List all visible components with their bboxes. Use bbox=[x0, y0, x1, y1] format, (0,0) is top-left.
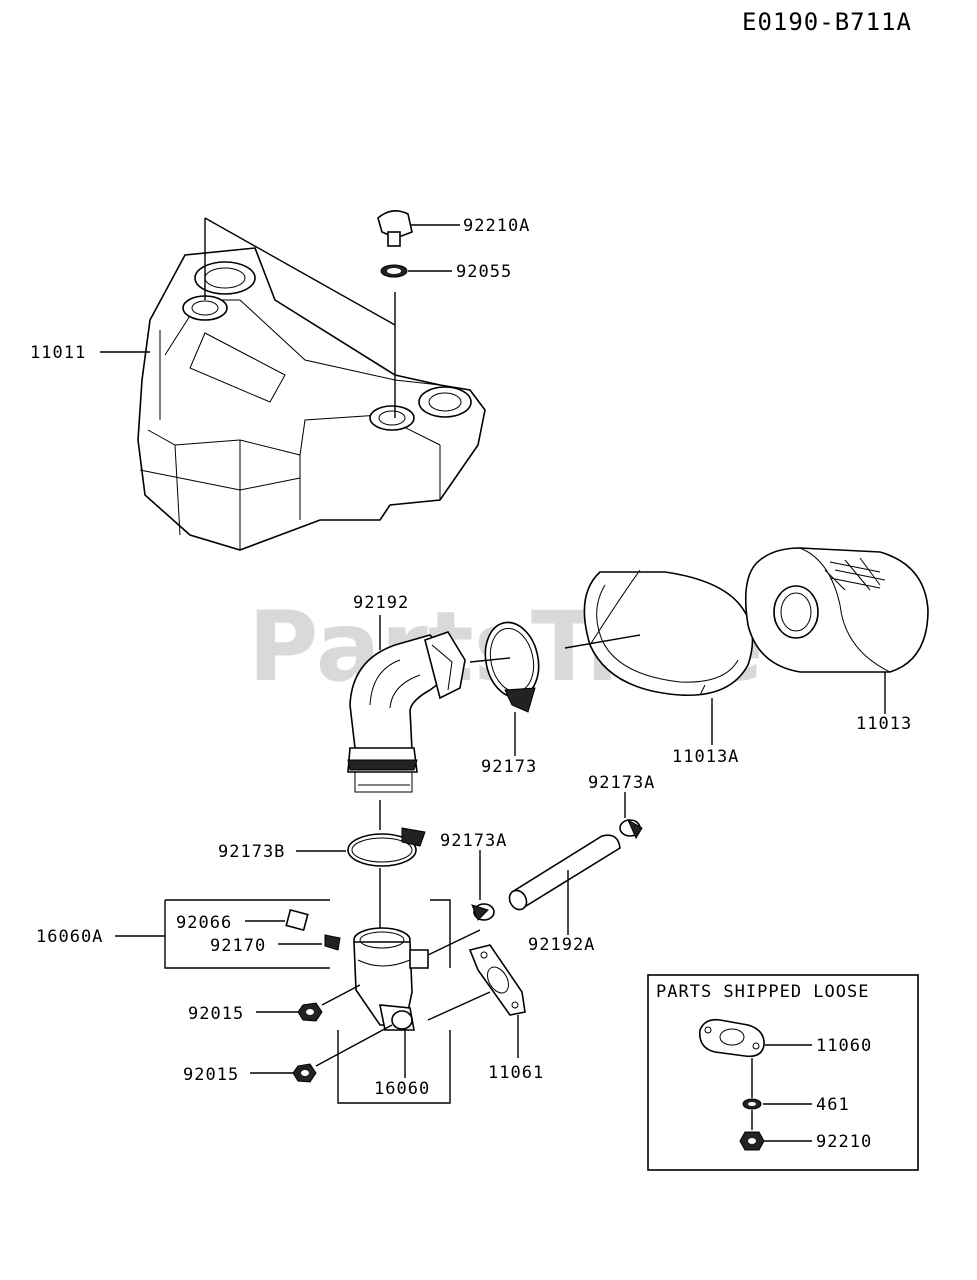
hose-clamp-large bbox=[347, 827, 426, 867]
label-11013: 11013 bbox=[856, 714, 912, 734]
label-92015-a: 92015 bbox=[188, 1004, 244, 1024]
label-92210A: 92210A bbox=[463, 216, 530, 236]
label-92210: 92210 bbox=[816, 1132, 872, 1152]
loose-washer-part bbox=[742, 1098, 762, 1110]
label-461: 461 bbox=[816, 1095, 850, 1115]
breather-hose bbox=[508, 834, 621, 911]
washer-part bbox=[380, 264, 408, 278]
label-92173A-mid: 92173A bbox=[440, 831, 507, 851]
label-16060: 16060 bbox=[374, 1079, 430, 1099]
label-92173B: 92173B bbox=[218, 842, 285, 862]
label-92066: 92066 bbox=[176, 913, 232, 933]
parts-shipped-loose-box: PARTS SHIPPED LOOSE 11060 461 92210 bbox=[647, 974, 919, 1171]
nut-part-b bbox=[292, 1063, 317, 1083]
pre-cleaner-element bbox=[583, 569, 754, 697]
knob-part bbox=[377, 210, 413, 247]
label-92170: 92170 bbox=[210, 936, 266, 956]
elbow-hose bbox=[347, 631, 466, 793]
label-92192A: 92192A bbox=[528, 935, 595, 955]
hose-clamp-small-top bbox=[619, 818, 643, 840]
small-clamp bbox=[324, 934, 341, 951]
label-92055: 92055 bbox=[456, 262, 512, 282]
label-11060: 11060 bbox=[816, 1036, 872, 1056]
loose-nut-part bbox=[739, 1131, 765, 1151]
nut-part-a bbox=[297, 1002, 323, 1022]
diagram-code: E0190-B711A bbox=[742, 8, 912, 36]
label-11061: 11061 bbox=[488, 1063, 544, 1083]
label-92173A-top: 92173A bbox=[588, 773, 655, 793]
label-92015-b: 92015 bbox=[183, 1065, 239, 1085]
hose-clamp bbox=[484, 621, 540, 713]
air-filter-element bbox=[744, 547, 929, 673]
pin-part bbox=[285, 908, 309, 932]
label-11013A: 11013A bbox=[672, 747, 739, 767]
label-92192: 92192 bbox=[353, 593, 409, 613]
loose-box-title: PARTS SHIPPED LOOSE bbox=[656, 982, 869, 1002]
label-16060A: 16060A bbox=[36, 927, 103, 947]
air-cleaner-cover bbox=[137, 247, 486, 551]
loose-gasket-part bbox=[698, 1018, 765, 1058]
intake-pipe bbox=[353, 927, 429, 1031]
hose-clamp-small-mid bbox=[471, 903, 495, 921]
label-11011: 11011 bbox=[30, 343, 86, 363]
label-92173: 92173 bbox=[481, 757, 537, 777]
gasket-part bbox=[468, 944, 526, 1016]
